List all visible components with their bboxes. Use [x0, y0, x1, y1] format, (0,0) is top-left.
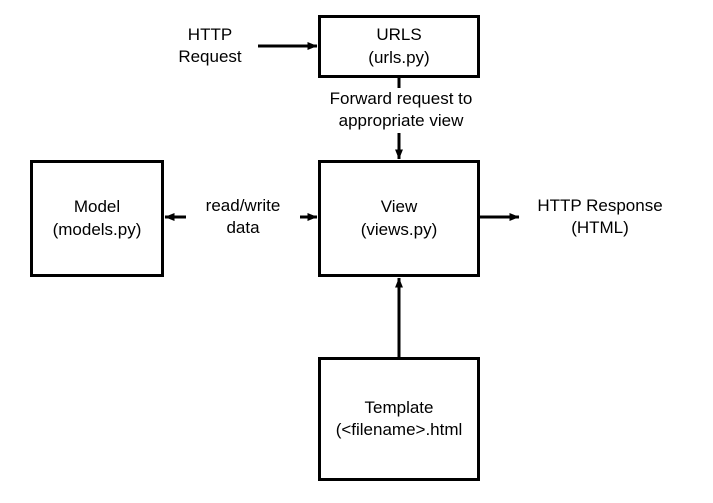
node-template-subtitle: (<filename>.html [335, 420, 463, 439]
label-http-request: HTTP Request [150, 24, 270, 69]
node-view-subtitle: (views.py) [360, 219, 438, 239]
label-forward-request-line2: appropriate view [338, 111, 464, 131]
label-http-request-line2: Request [178, 47, 242, 67]
label-read-write-data-line1: read/write [205, 196, 281, 215]
node-view[interactable]: View (views.py) [318, 160, 480, 277]
node-urls-title: URLS [376, 25, 422, 45]
label-read-write-data-line2: data [226, 218, 260, 238]
node-model-subtitle: (models.py) [52, 219, 142, 239]
node-template[interactable]: Template (<filename>.html [318, 357, 480, 481]
label-read-write-data: read/write data [186, 195, 300, 240]
node-model-title: Model [73, 197, 121, 217]
label-http-response-line1: HTTP Response [537, 196, 663, 215]
label-forward-request-line1: Forward request to [329, 89, 473, 108]
node-model[interactable]: Model (models.py) [30, 160, 164, 277]
label-http-request-line1: HTTP [187, 25, 233, 44]
node-urls[interactable]: URLS (urls.py) [318, 15, 480, 78]
node-urls-subtitle: (urls.py) [368, 47, 430, 67]
label-http-response: HTTP Response (HTML) [525, 195, 675, 240]
node-view-title: View [380, 197, 418, 217]
node-template-title: Template [364, 397, 434, 417]
label-http-response-line2: (HTML) [571, 218, 629, 238]
label-forward-request: Forward request to appropriate view [309, 88, 493, 133]
